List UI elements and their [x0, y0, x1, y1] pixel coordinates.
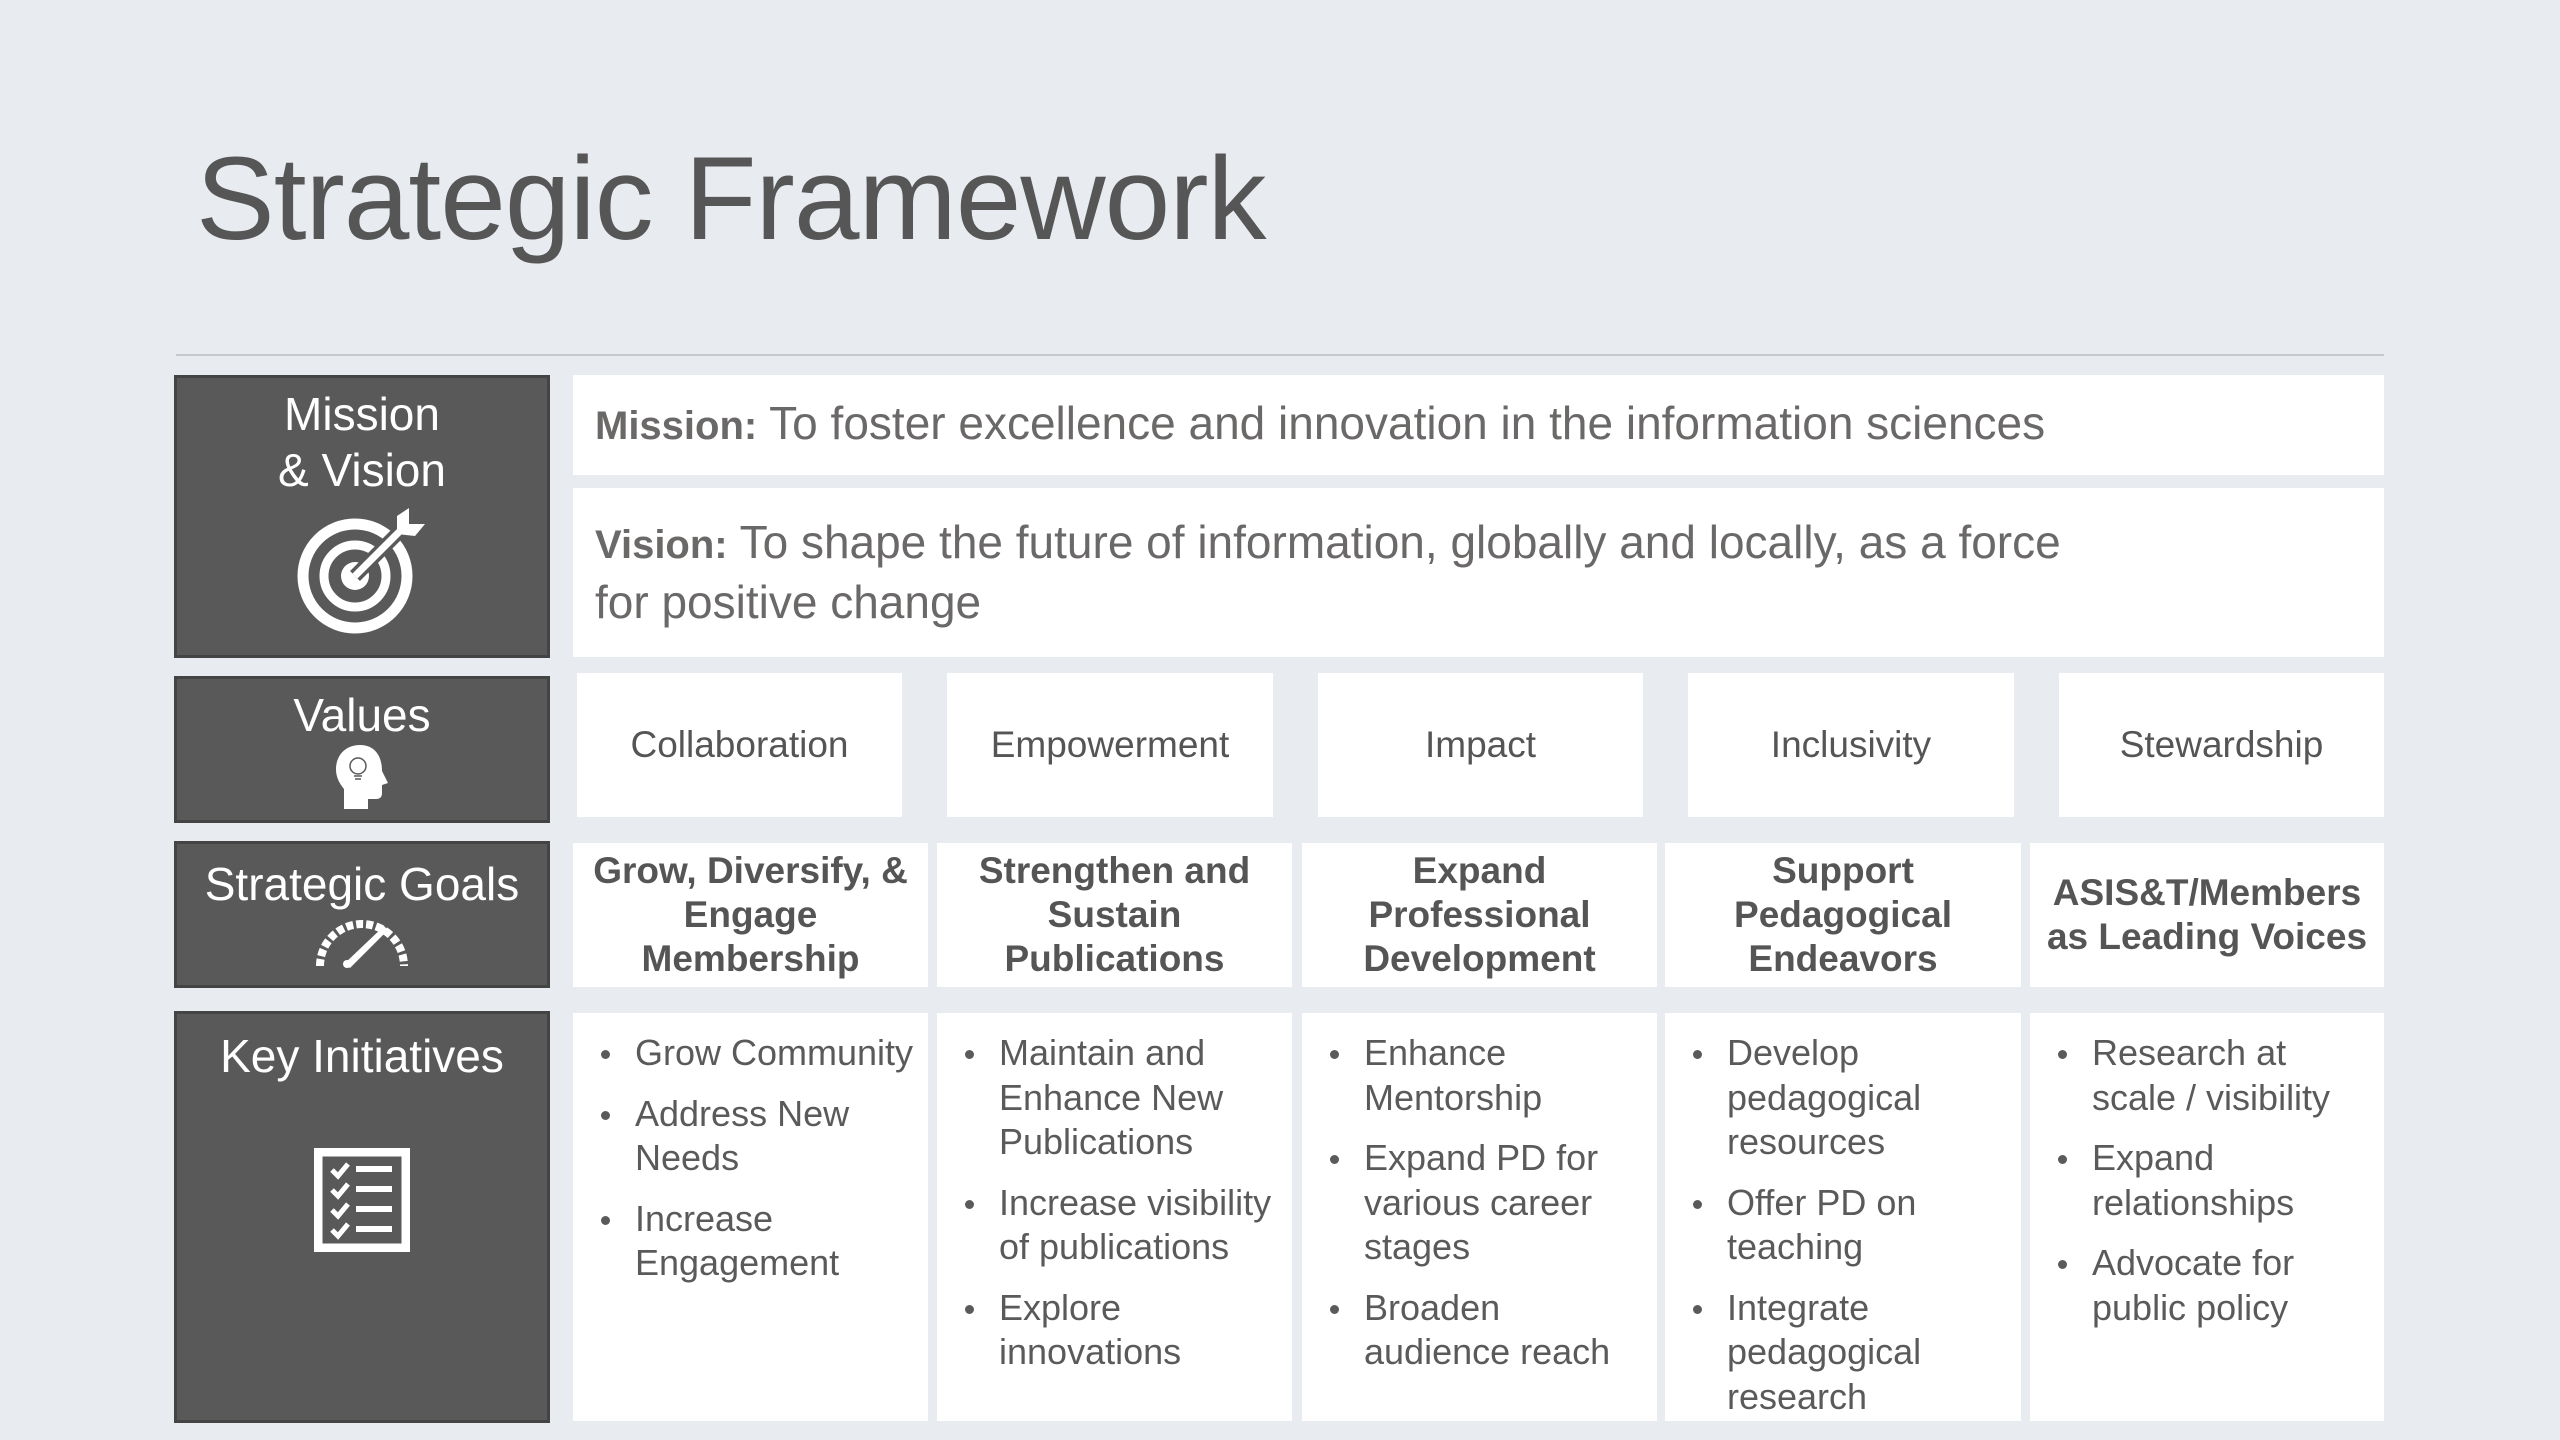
- strategic-goals-label: Strategic Goals: [174, 841, 550, 988]
- value-card-stewardship: Stewardship: [2059, 673, 2384, 817]
- goal-card-pedagogical: Support Pedagogical Endeavors: [1665, 843, 2021, 987]
- initiatives-card-publications: Maintain and Enhance New Publications In…: [937, 1013, 1292, 1421]
- initiatives-card-professional-development: Enhance Mentorship Expand PD for various…: [1302, 1013, 1657, 1421]
- initiatives-list: Maintain and Enhance New Publications In…: [963, 1031, 1282, 1375]
- initiatives-card-leading-voices: Research at scale / visibility Expand re…: [2030, 1013, 2384, 1421]
- initiative-item: Maintain and Enhance New Publications: [963, 1031, 1282, 1165]
- initiative-item: Develop pedagogical resources: [1691, 1031, 2011, 1165]
- value-card-empowerment: Empowerment: [947, 673, 1273, 817]
- value-card-impact: Impact: [1318, 673, 1643, 817]
- value-card-inclusivity: Inclusivity: [1688, 673, 2014, 817]
- initiatives-list: Enhance Mentorship Expand PD for various…: [1328, 1031, 1647, 1375]
- mission-label: Mission:: [595, 404, 758, 448]
- vision-label: Vision:: [595, 523, 728, 567]
- initiative-item: Increase visibility of publications: [963, 1181, 1282, 1270]
- goal-card-professional-development: Expand Professional Development: [1302, 843, 1657, 987]
- initiatives-card-pedagogical: Develop pedagogical resources Offer PD o…: [1665, 1013, 2021, 1421]
- initiatives-list: Research at scale / visibility Expand re…: [2056, 1031, 2374, 1330]
- goal-card-publications: Strengthen and Sustain Publications: [937, 843, 1292, 987]
- initiative-item: Grow Community: [599, 1031, 918, 1076]
- mission-vision-label-line2: & Vision: [278, 444, 446, 496]
- values-label: Values: [174, 676, 550, 823]
- value-card-collaboration: Collaboration: [577, 673, 902, 817]
- initiative-item: Increase Engagement: [599, 1197, 918, 1286]
- initiative-item: Advocate for public policy: [2056, 1241, 2374, 1330]
- title-divider: [176, 354, 2384, 356]
- initiative-item: Expand PD for various career stages: [1328, 1136, 1647, 1270]
- mission-vision-label: Mission & Vision: [174, 375, 550, 658]
- page-title: Strategic Framework: [196, 133, 1267, 265]
- checklist-icon: [314, 1148, 410, 1252]
- initiatives-list: Develop pedagogical resources Offer PD o…: [1691, 1031, 2011, 1419]
- mission-text: To foster excellence and innovation in t…: [757, 397, 2046, 449]
- initiative-item: Address New Needs: [599, 1092, 918, 1181]
- speedometer-icon: [316, 920, 408, 968]
- initiative-item: Explore innovations: [963, 1286, 1282, 1375]
- mission-card: Mission: To foster excellence and innova…: [573, 375, 2384, 475]
- values-label-text: Values: [293, 689, 431, 741]
- initiatives-list: Grow Community Address New Needs Increas…: [599, 1031, 918, 1286]
- mission-statement: Mission: To foster excellence and innova…: [573, 395, 2045, 455]
- initiative-item: Enhance Mentorship: [1328, 1031, 1647, 1120]
- initiative-item: Offer PD on teaching: [1691, 1181, 2011, 1270]
- initiatives-card-membership: Grow Community Address New Needs Increas…: [573, 1013, 928, 1421]
- initiative-item: Integrate pedagogical research: [1691, 1286, 2011, 1420]
- key-initiatives-label: Key Initiatives: [174, 1011, 550, 1423]
- vision-text: To shape the future of information, glob…: [595, 516, 2061, 628]
- vision-card: Vision: To shape the future of informati…: [573, 488, 2384, 657]
- initiative-item: Expand relationships: [2056, 1136, 2374, 1225]
- initiative-item: Research at scale / visibility: [2056, 1031, 2374, 1120]
- target-arrow-icon: [297, 508, 425, 634]
- key-initiatives-label-text: Key Initiatives: [220, 1030, 504, 1082]
- initiative-item: Broaden audience reach: [1328, 1286, 1647, 1375]
- vision-statement: Vision: To shape the future of informati…: [573, 514, 2384, 631]
- strategic-goals-label-text: Strategic Goals: [204, 858, 520, 910]
- head-lightbulb-icon: [336, 745, 388, 809]
- mission-vision-label-line1: Mission: [284, 388, 440, 440]
- goal-card-leading-voices: ASIS&T/Members as Leading Voices: [2030, 843, 2384, 987]
- goal-card-membership: Grow, Diversify, & Engage Membership: [573, 843, 928, 987]
